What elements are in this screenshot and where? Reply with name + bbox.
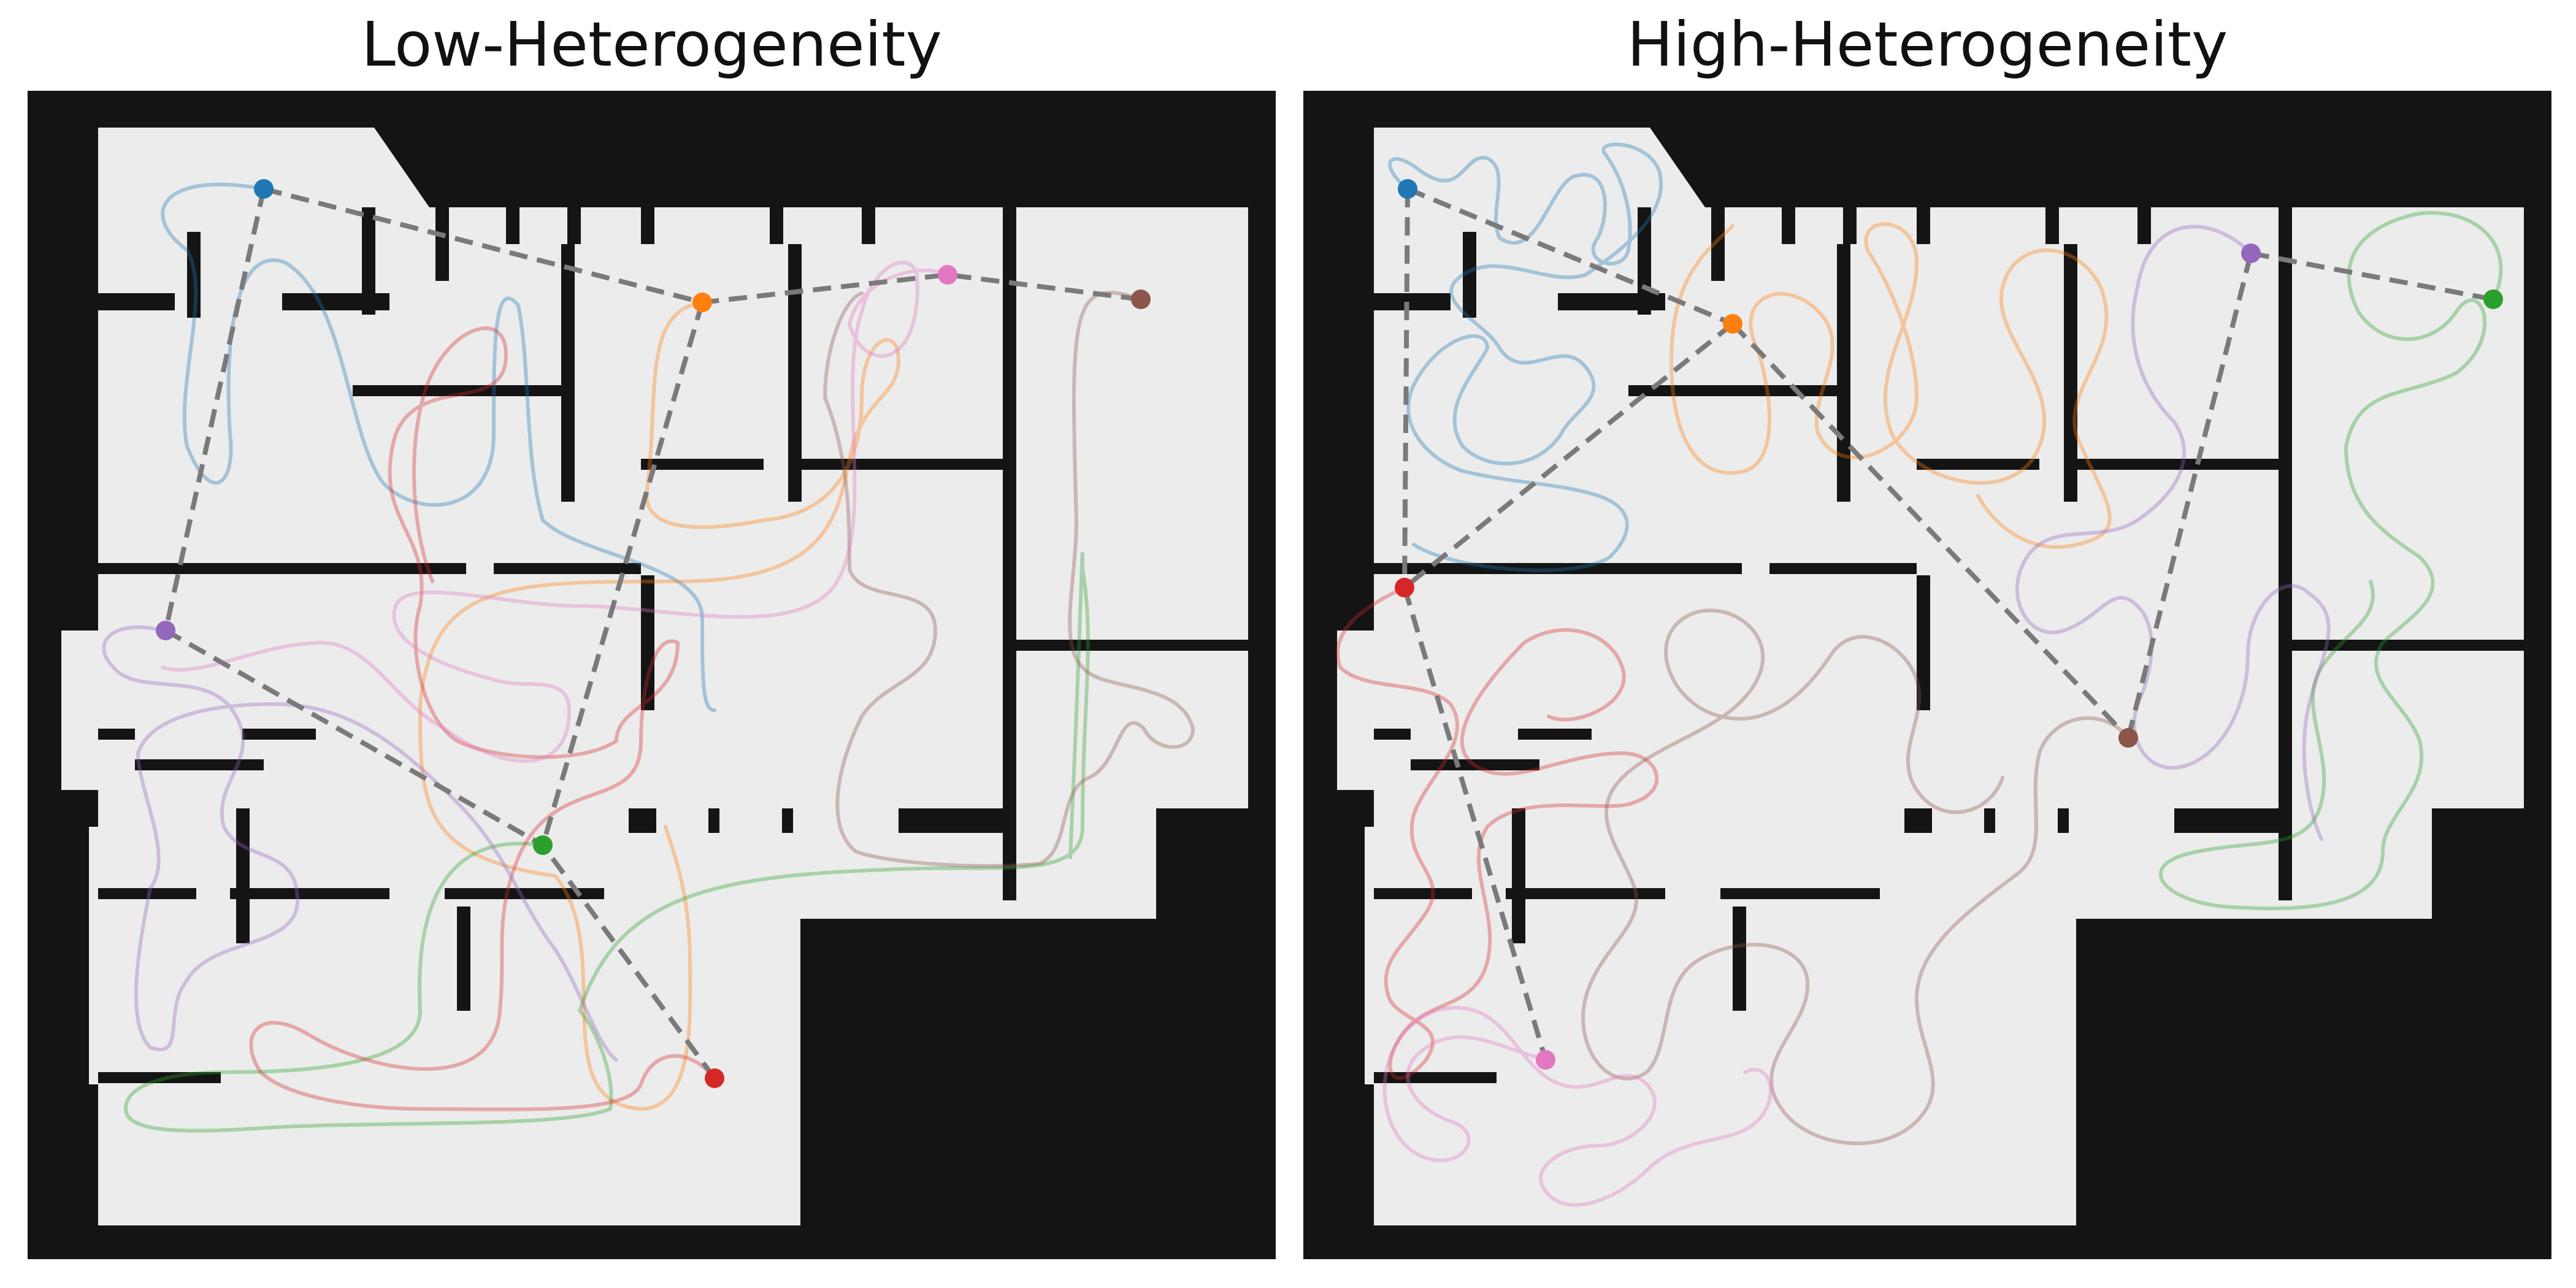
agent-trajectories <box>1336 142 2503 1207</box>
floorplan-low-heterogeneity <box>28 91 1276 1259</box>
trajectory-pink <box>1382 1005 1773 1207</box>
link-blue-red <box>1402 188 1410 588</box>
link-orange-green <box>540 301 705 846</box>
trajectory-blue <box>161 182 716 712</box>
panel-title-right: High-Heterogeneity <box>1627 9 2228 80</box>
link-purple-green <box>2250 251 2494 302</box>
agent-marker-brown <box>1131 289 1151 309</box>
trajectory-green <box>2158 211 2503 911</box>
link-path-left <box>263 186 1141 305</box>
trajectory-pink <box>161 261 949 763</box>
trajectory-orange <box>1669 222 2112 549</box>
floor-area <box>61 128 1248 1225</box>
link-red-pink <box>1402 586 1548 1061</box>
trajectory-red <box>249 326 716 1111</box>
agent-marker-blue <box>254 179 274 199</box>
link-blue-orange <box>1406 186 1734 326</box>
trajectory-purple <box>2015 224 2331 841</box>
agent-marker-blue <box>1398 179 1417 199</box>
link-orange-red <box>1403 321 1735 590</box>
trajectory-brown <box>1581 608 2130 1146</box>
agent-trajectories <box>102 182 1195 1133</box>
trajectory-purple <box>102 625 618 1062</box>
interior-walls <box>1371 207 2524 1083</box>
connection-graph <box>163 186 1141 1080</box>
agent-marker-purple <box>2241 243 2261 263</box>
agent-marker-purple <box>156 621 175 640</box>
agent-markers <box>1395 179 2503 1070</box>
agent-marker-red <box>1395 578 1414 597</box>
trajectory-orange <box>418 301 900 1111</box>
floorplan-high-heterogeneity <box>1303 91 2551 1259</box>
link-blue-purple <box>163 188 717 1080</box>
interior-walls <box>95 207 1248 1083</box>
agent-marker-green <box>2483 289 2503 309</box>
trajectory-green <box>124 552 1090 1133</box>
trajectory-brown <box>823 291 1195 868</box>
agent-marker-pink <box>1536 1050 1555 1070</box>
agent-marker-orange <box>692 293 712 312</box>
agent-marker-brown <box>2118 728 2138 748</box>
agent-markers <box>156 179 1151 1088</box>
link-orange-brown <box>1731 322 2130 740</box>
connection-graph <box>1402 186 2494 1061</box>
agent-marker-pink <box>938 265 957 285</box>
agent-marker-green <box>533 835 553 855</box>
panel-title-left: Low-Heterogeneity <box>361 9 942 80</box>
trajectory-red <box>1336 586 1659 1080</box>
trajectory-blue <box>1388 142 1663 572</box>
agent-marker-red <box>705 1068 724 1088</box>
agent-marker-orange <box>1723 314 1742 334</box>
